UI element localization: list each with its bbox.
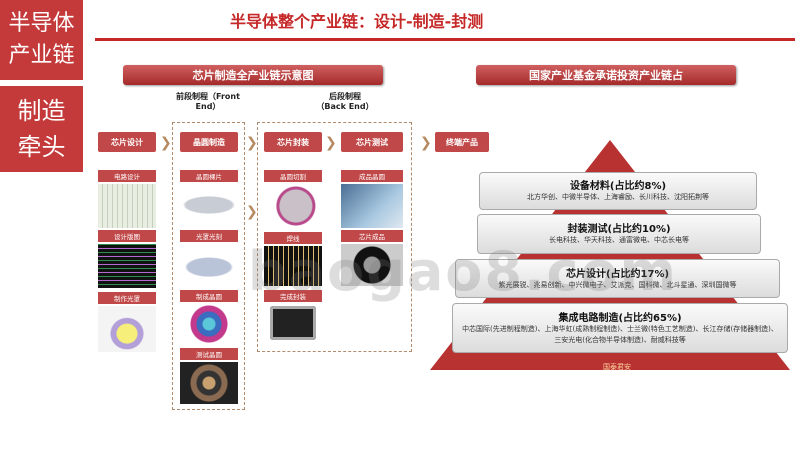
tier-title: 芯片设计(占比约17%) bbox=[565, 269, 670, 280]
test-step-1: 成品晶圆 bbox=[341, 170, 403, 182]
tier-title: 设备材料(占比约8%) bbox=[569, 181, 667, 192]
test-title: 芯片测试 bbox=[341, 132, 403, 152]
wafer-step-4: 测试晶圆 bbox=[180, 348, 238, 360]
package-step-1: 晶圆切割 bbox=[264, 170, 322, 182]
front-end-label: 前段制程（Front End） bbox=[176, 92, 240, 111]
package-step-3: 完成封装 bbox=[264, 290, 322, 302]
tier-text: 中芯国际(先进制程制造)、上海华虹(成熟制程制造)、士兰微(特色工艺制造)、长江… bbox=[462, 325, 778, 344]
package-title: 芯片封装 bbox=[264, 132, 322, 152]
lithography-image bbox=[180, 244, 238, 286]
front-end-frame bbox=[172, 122, 245, 410]
pyramid-tier-design: 芯片设计(占比约17%) 紫光展锐、兆易创新、中兴微电子、艾派克、国科微、北斗星… bbox=[455, 259, 780, 298]
page-title: 半导体整个产业链：设计-制造-封测 bbox=[230, 12, 484, 31]
design-step-3: 制作光罩 bbox=[98, 292, 156, 304]
watermark-text: baogao8.com bbox=[248, 240, 678, 303]
arrow-right-icon: ❯ bbox=[420, 135, 432, 151]
back-end-frame bbox=[257, 122, 412, 352]
wafer-test-image bbox=[180, 362, 238, 404]
arrow-right-icon: ❯ bbox=[160, 135, 172, 151]
pyramid-tier-packaging: 封装测试(占比约10%) 长电科技、华天科技、通富微电、中芯长电等 bbox=[477, 214, 761, 254]
dicing-image bbox=[264, 184, 322, 228]
tier-title: 集成电路制造(占比约65%) bbox=[558, 313, 682, 324]
side-label-top-text: 半导体 产业链 bbox=[8, 11, 75, 68]
photomask-image bbox=[98, 306, 156, 352]
packaged-chip-image bbox=[270, 306, 316, 340]
test-step-2: 芯片成品 bbox=[341, 230, 403, 242]
design-step-1: 电路设计 bbox=[98, 170, 156, 182]
arrow-right-icon: ❯ bbox=[325, 135, 337, 151]
source-label: 国泰君安 bbox=[603, 363, 631, 371]
design-step-2: 设计版图 bbox=[98, 230, 156, 242]
design-title: 芯片设计 bbox=[98, 132, 156, 152]
side-label-industry-chain: 半导体 产业链 bbox=[0, 0, 83, 80]
tested-wafer-image bbox=[341, 184, 403, 228]
back-end-label: 后段制程 （Back End） bbox=[316, 92, 374, 111]
wafer-step-1: 晶圆裸片 bbox=[180, 170, 238, 182]
wafer-title: 晶圆制造 bbox=[180, 132, 238, 152]
tier-text: 紫光展锐、兆易创新、中兴微电子、艾派克、国科微、北斗星通、深圳国微等 bbox=[498, 281, 737, 289]
arrow-right-icon: ❯ bbox=[246, 135, 258, 151]
right-section-header: 国家产业基金承诺投资产业链占 bbox=[476, 65, 736, 85]
wafer-step-2: 光罩光刻 bbox=[180, 230, 238, 242]
final-chip-image bbox=[341, 244, 403, 286]
terminal-product: 终端产品 bbox=[435, 132, 489, 152]
circuit-design-image bbox=[98, 184, 156, 228]
tier-title: 封装测试(占比约10%) bbox=[567, 224, 671, 235]
package-step-2: 焊线 bbox=[264, 232, 322, 244]
side-label-bottom-text: 制造 牵头 bbox=[17, 97, 66, 161]
arrow-right-icon: ❯ bbox=[246, 204, 258, 220]
layout-design-image bbox=[98, 244, 156, 288]
finished-wafer-image bbox=[180, 304, 238, 344]
bare-wafer-image bbox=[180, 184, 238, 226]
wafer-step-3: 制成晶圆 bbox=[180, 290, 238, 302]
tier-text: 长电科技、华天科技、通富微电、中芯长电等 bbox=[549, 236, 689, 244]
tier-text: 北方华创、中微半导体、上海睿励、长川科技、沈阳拓荆等 bbox=[527, 193, 709, 201]
left-section-header: 芯片制造全产业链示意图 bbox=[123, 65, 383, 85]
wire-bonding-image bbox=[264, 246, 322, 286]
pyramid-tier-equipment: 设备材料(占比约8%) 北方华创、中微半导体、上海睿励、长川科技、沈阳拓荆等 bbox=[479, 172, 757, 210]
pyramid-tier-manufacturing: 集成电路制造(占比约65%) 中芯国际(先进制程制造)、上海华虹(成熟制程制造)… bbox=[452, 303, 788, 353]
title-divider bbox=[95, 38, 795, 41]
side-label-manufacturing: 制造 牵头 bbox=[0, 86, 83, 172]
